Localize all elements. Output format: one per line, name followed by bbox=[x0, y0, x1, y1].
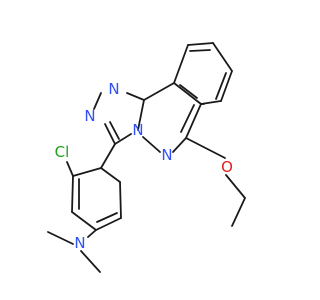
bond bbox=[225, 174, 246, 199]
bond bbox=[185, 137, 226, 159]
n-pyridazine-label: N bbox=[161, 146, 172, 164]
n-dimethylamino-label: N bbox=[74, 234, 85, 252]
n-triazole-1-label: N bbox=[108, 80, 119, 98]
bond bbox=[143, 82, 175, 101]
bond bbox=[119, 181, 122, 219]
bond bbox=[80, 250, 101, 273]
bond bbox=[114, 133, 132, 145]
bond bbox=[187, 42, 214, 46]
o-ethoxy-label: O bbox=[221, 158, 233, 176]
molecule-structure: N N N N O Cl N bbox=[47, 42, 246, 273]
n-bridge-label: N bbox=[132, 121, 143, 139]
bond bbox=[172, 137, 187, 153]
bond bbox=[185, 103, 202, 139]
molecule-canvas: N N N N O Cl N bbox=[47, 42, 246, 273]
bond bbox=[109, 121, 120, 140]
bond bbox=[137, 99, 145, 131]
bond bbox=[71, 175, 74, 213]
bonds bbox=[47, 42, 246, 273]
chlorine-label: Cl bbox=[55, 143, 70, 161]
bond bbox=[173, 82, 202, 105]
bond bbox=[142, 136, 161, 153]
bond bbox=[95, 217, 122, 231]
bond bbox=[71, 211, 97, 231]
bond bbox=[215, 72, 227, 100]
bond bbox=[220, 70, 233, 102]
bond bbox=[126, 92, 145, 101]
bond bbox=[72, 167, 102, 177]
bond bbox=[93, 92, 102, 110]
bond bbox=[180, 104, 195, 133]
bond bbox=[189, 49, 211, 52]
bond bbox=[100, 167, 121, 183]
bond bbox=[104, 123, 116, 145]
bond bbox=[96, 212, 118, 223]
bond bbox=[87, 229, 97, 238]
bond bbox=[231, 197, 246, 227]
atom-labels: N N N N O Cl N bbox=[55, 80, 233, 252]
n-triazole-2-label: N bbox=[84, 107, 95, 125]
bond bbox=[47, 231, 74, 245]
bond bbox=[173, 44, 189, 84]
bond bbox=[66, 161, 74, 177]
bond bbox=[212, 42, 233, 72]
bond bbox=[179, 84, 198, 99]
bond bbox=[100, 143, 116, 169]
